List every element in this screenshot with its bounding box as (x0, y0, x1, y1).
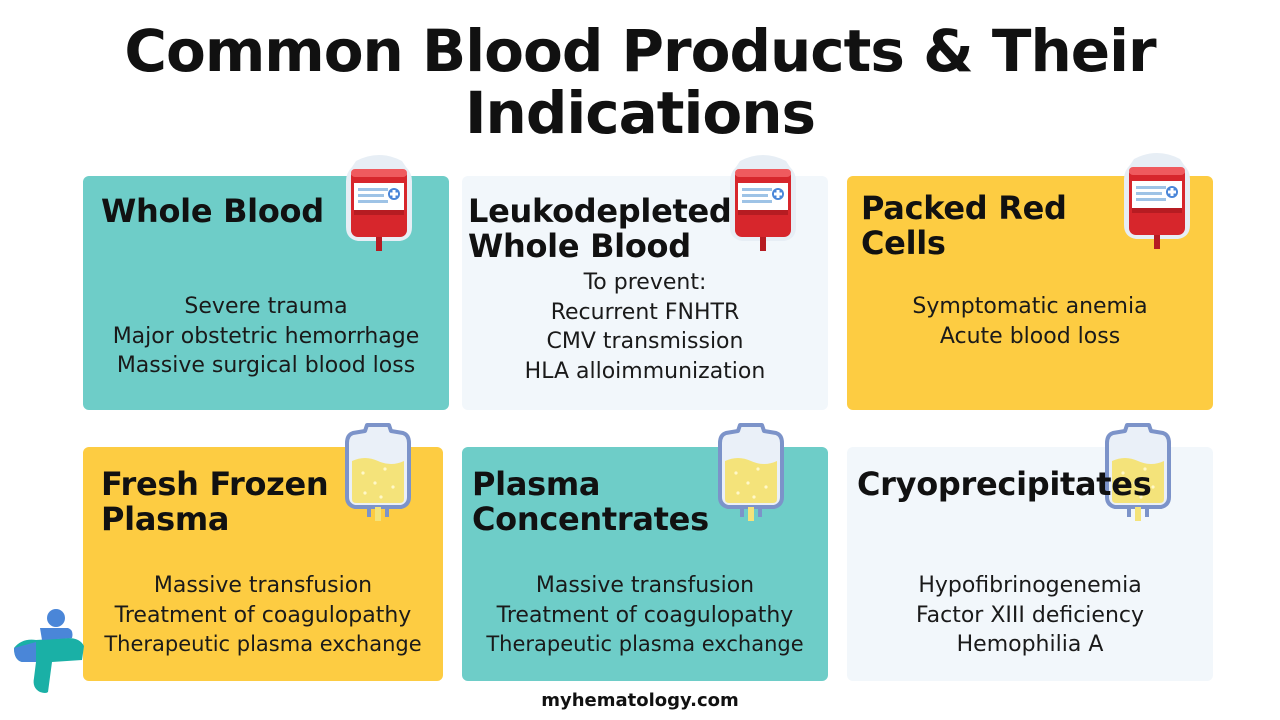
blood-bag-icon (346, 152, 412, 254)
card-heading: Whole Blood (101, 192, 324, 230)
indication-item: Major obstetric hemorrhage (112, 323, 420, 349)
indication-item: Severe trauma (184, 294, 348, 319)
indication-item: To prevent: (583, 270, 707, 295)
page-title: Common Blood Products & Their Indication… (0, 20, 1280, 144)
card-heading: Cryoprecipitates (857, 465, 1152, 503)
indication-item: Symptomatic anemia (912, 294, 1148, 319)
plasma-bag-icon (718, 420, 784, 522)
card-indications: Severe trauma Major obstetric hemorrhage… (83, 292, 449, 381)
indication-item: Treatment of coagulopathy (496, 602, 794, 628)
indication-item: Treatment of coagulopathy (114, 602, 412, 628)
indication-item: HLA alloimmunization (524, 358, 766, 384)
indication-item: CMV transmission (546, 329, 744, 354)
indication-item: Acute blood loss (939, 323, 1121, 349)
card-indications: To prevent: Recurrent FNHTR CMV transmis… (462, 268, 828, 386)
card-indications: Hypofibrinogenemia Factor XIII deficienc… (847, 571, 1213, 660)
indication-item: Factor XIII deficiency (915, 602, 1145, 628)
card-indications: Massive transfusion Treatment of coagulo… (83, 571, 443, 660)
cross-logo-icon (14, 609, 84, 693)
card-indications: Massive transfusion Treatment of coagulo… (462, 571, 828, 660)
indication-item: Hypofibrinogenemia (918, 573, 1142, 598)
blood-bag-icon (1124, 150, 1190, 252)
indication-item: Massive transfusion (153, 573, 373, 598)
indication-item: Massive surgical blood loss (116, 353, 416, 378)
card-cryoprecipitates: Cryoprecipitates Hypofibrinogenemia Fact… (847, 447, 1213, 681)
card-indications: Symptomatic anemia Acute blood loss (847, 292, 1213, 351)
indication-item: Therapeutic plasma exchange (486, 632, 804, 656)
title-line-2: Indications (464, 79, 816, 147)
blood-bag-icon (730, 152, 796, 254)
title-line-1: Common Blood Products & Their (124, 17, 1156, 85)
plasma-bag-icon (345, 420, 411, 522)
indication-item: Therapeutic plasma exchange (104, 632, 422, 656)
indication-item: Hemophilia A (956, 632, 1104, 657)
footer-website: myhematology.com (541, 690, 739, 711)
indication-item: Massive transfusion (535, 573, 755, 598)
indication-item: Recurrent FNHTR (550, 299, 740, 325)
